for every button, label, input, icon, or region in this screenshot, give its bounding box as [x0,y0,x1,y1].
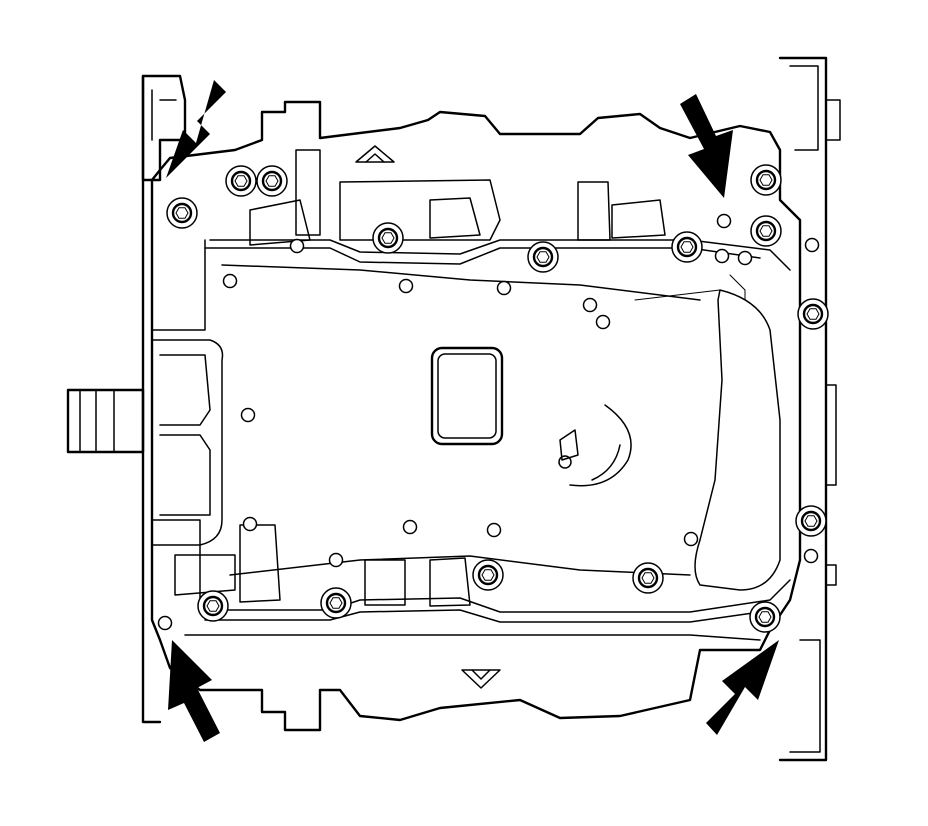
hex-bolt-icon [320,587,352,619]
hex-bolt-icon [256,165,288,197]
arrow-icon [166,80,779,742]
callout-arrow-top-right [680,94,733,198]
hex-bolt-icon [472,559,504,591]
hex-bolt-icon [671,231,703,263]
hex-bolt-icon [197,590,229,622]
bottom-brackets [174,524,471,607]
locator-hole [683,531,699,547]
hex-bolt-icon [225,165,257,197]
locator-hole [496,280,512,296]
baffle-feature [558,404,632,487]
engine-block-outline [141,56,841,762]
hex-bolt-icon [632,562,664,594]
locator-hole [289,238,305,254]
locator-hole [242,516,258,532]
oil-pan-body [150,100,802,732]
triangle-down-icon [461,669,501,689]
locator-hole [737,250,753,266]
locator-hole [240,407,256,423]
hex-bolt-icon [372,222,404,254]
top-brackets [249,149,666,246]
triangle-up-icon [355,145,395,163]
callout-arrow-bottom-left [168,640,220,742]
hex-bolt-icon [797,298,829,330]
locator-hole [582,297,598,313]
locator-hole [222,273,238,289]
locator-hole [328,552,344,568]
locator-hole [486,522,502,538]
locator-holes [157,213,820,631]
locator-hole [398,278,414,294]
locator-hole [157,615,173,631]
crank-sensor-housing [66,388,145,454]
drain-port [430,346,504,446]
hex-bolt-icon [750,164,782,196]
bolt-group [166,164,829,633]
callout-arrow-bottom-right [706,640,779,735]
hex-bolt-icon [750,215,782,247]
locator-hole [803,548,819,564]
hex-bolt-icon [166,197,198,229]
locator-hole [716,213,732,229]
locator-hole [402,519,418,535]
hex-bolt-icon [795,505,827,537]
locator-hole [804,237,820,253]
locator-hole [595,314,611,330]
callout-arrow-top-left [166,80,226,178]
hex-bolt-icon [749,601,781,633]
locator-hole [714,248,730,264]
hex-bolt-icon [527,241,559,273]
